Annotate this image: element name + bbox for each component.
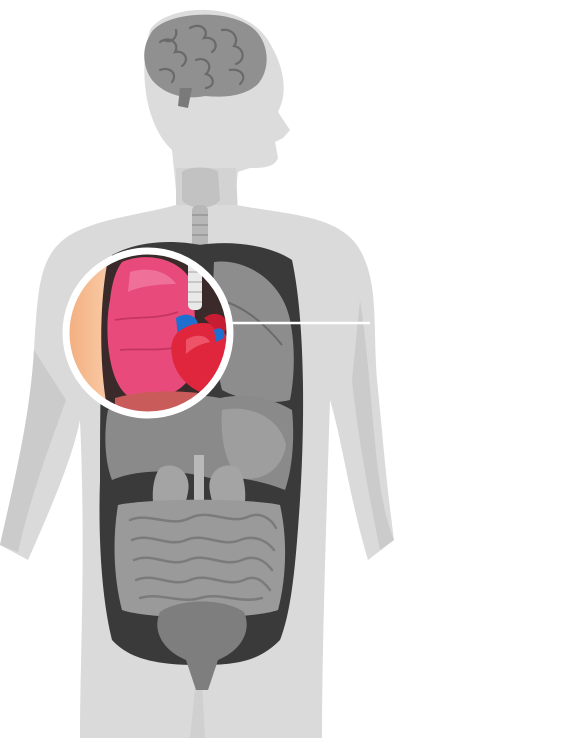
brain-stem xyxy=(178,88,192,108)
right-arm-shade xyxy=(352,300,394,550)
bladder-icon xyxy=(157,601,247,690)
left-arm-shade xyxy=(0,350,66,552)
lung-zoomed xyxy=(107,257,195,399)
intestines-icon xyxy=(114,499,286,618)
liver-and-stomach xyxy=(105,395,294,490)
brain-icon xyxy=(144,14,267,108)
